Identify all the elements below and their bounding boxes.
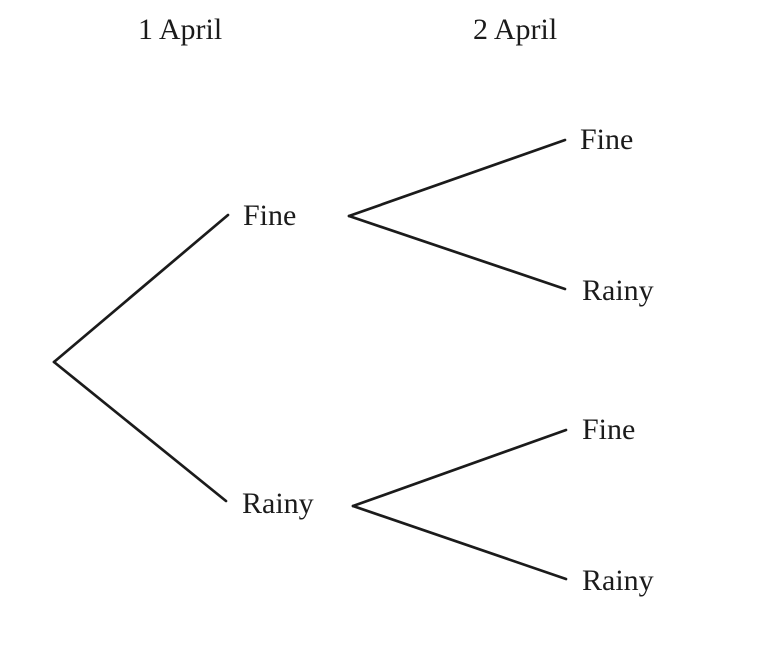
node-label-day2-fine-rainy: Rainy [582,274,654,307]
node-label-day2-rainy-fine: Fine [582,413,636,446]
node-label-day1-rainy: Rainy [242,487,314,520]
column-header-day1: 1 April [138,13,223,46]
branch-root-to-fine [52,213,230,364]
branch-fine-to-fine [347,138,567,218]
node-label-day2-fine-fine: Fine [580,123,634,156]
branch-fine-to-rainy [347,214,567,291]
node-label-day1-fine: Fine [243,199,297,232]
branch-rainy-to-rainy [351,504,568,581]
branch-root-to-rainy [52,360,228,503]
node-label-day2-rainy-rainy: Rainy [582,564,654,597]
branch-rainy-to-fine [351,428,568,508]
column-header-day2: 2 April [473,13,558,46]
